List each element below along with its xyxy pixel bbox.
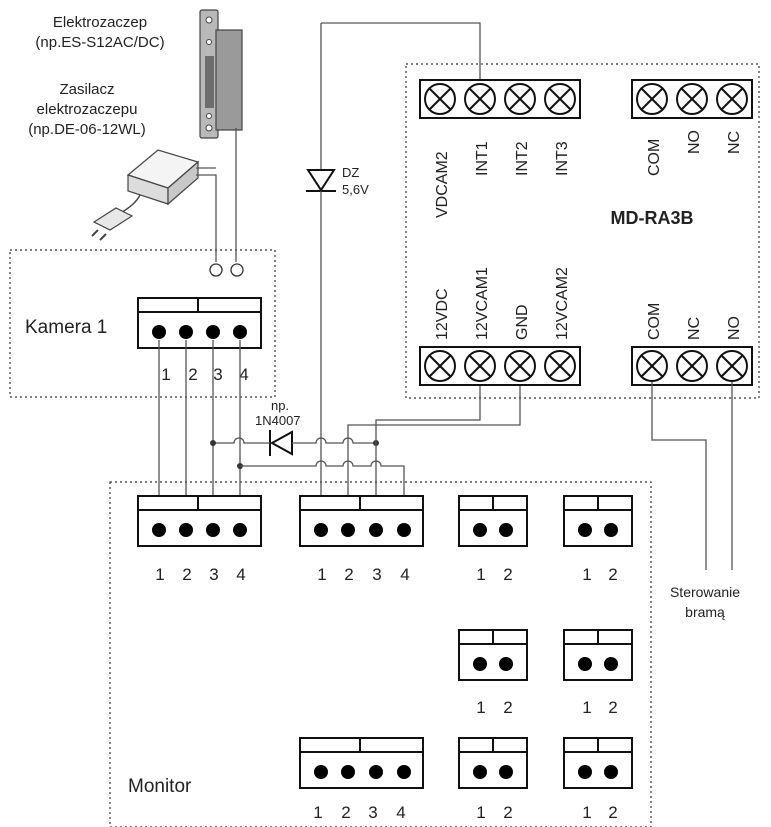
- monitor-a-pin-3: 3: [209, 565, 218, 584]
- camera-label: Kamera 1: [25, 317, 107, 338]
- camera-aux-terminal-2: [230, 263, 244, 277]
- gnd-wire: [375, 380, 481, 525]
- camera-pin-label-1: 1: [161, 365, 170, 384]
- monitor-connector-c: [299, 737, 424, 789]
- monitor-2pin-6-label-2: 2: [608, 803, 617, 822]
- monitor-2pin-connector-6: [563, 737, 633, 789]
- monitor-a-pin-1: 1: [155, 565, 164, 584]
- psu-model: (np.DE-06-12WL): [28, 121, 146, 138]
- terminal-label-int2: INT2: [514, 141, 531, 176]
- lock-title: Elektrozaczep: [53, 14, 147, 31]
- monitor-2pin-4-label-1: 1: [582, 698, 591, 717]
- monitor-2pin-1-label-1: 1: [476, 565, 485, 584]
- monitor-2pin-connector-1: [458, 495, 528, 547]
- module-top-terminal-block: [419, 79, 581, 119]
- monitor-a-pin-4: 4: [236, 565, 245, 584]
- diode-wire-left: [213, 437, 270, 444]
- monitor-c-pin-2: 2: [341, 803, 350, 822]
- zener-value: 5,6V: [342, 182, 369, 197]
- monitor-connector-a: [137, 495, 262, 547]
- gate-label-line2: bramą: [685, 604, 725, 620]
- terminal-label-bottom-no: NO: [726, 316, 743, 340]
- terminal-label-bottom-com: COM: [646, 303, 663, 340]
- monitor-c-pin-1: 1: [313, 803, 322, 822]
- camera-enclosure: [9, 249, 276, 398]
- terminal-label-12vcam2: 12VCAM2: [554, 267, 571, 340]
- 12vcam1-wire: [347, 380, 521, 525]
- camera-connector: [137, 297, 262, 349]
- terminal-label-vdcam2: VDCAM2: [434, 151, 451, 218]
- monitor-2pin-3-label-1: 1: [476, 698, 485, 717]
- monitor-b-pin-1: 1: [317, 565, 326, 584]
- monitor-2pin-3-label-2: 2: [503, 698, 512, 717]
- terminal-label-12vdc: 12VDC: [434, 288, 451, 340]
- monitor-a-pin-2: 2: [182, 565, 191, 584]
- monitor-b-pin-4: 4: [400, 565, 409, 584]
- monitor-2pin-connector-4: [563, 629, 633, 681]
- monitor-2pin-connector-3: [458, 629, 528, 681]
- terminal-label-bottom-nc: NC: [686, 317, 703, 340]
- monitor-enclosure: [109, 481, 652, 827]
- terminal-label-top-no: NO: [686, 130, 703, 154]
- terminal-label-12vcam1: 12VCAM1: [474, 267, 491, 340]
- monitor-label: Monitor: [128, 776, 192, 797]
- int1-wire: [321, 22, 481, 90]
- pin4-wire: [240, 460, 405, 525]
- electric-strike-icon: [199, 9, 243, 139]
- monitor-2pin-2-label-1: 1: [582, 565, 591, 584]
- module-name: MD-RA3B: [611, 208, 694, 228]
- zener-diode-symbol: [306, 169, 336, 192]
- monitor-2pin-connector-5: [458, 737, 528, 789]
- module-bottom-relay-block: [631, 346, 753, 386]
- module-top-relay-block: [631, 79, 753, 119]
- junction-dot-1: [210, 440, 216, 446]
- zener-label: DZ: [342, 165, 359, 180]
- psu-title: Zasilacz: [59, 81, 114, 98]
- camera-pin-label-4: 4: [239, 365, 248, 384]
- monitor-2pin-6-label-1: 1: [582, 803, 591, 822]
- camera-pin-label-3: 3: [213, 365, 222, 384]
- diode-prefix: np.: [271, 398, 289, 413]
- power-supply-icon: [91, 149, 200, 241]
- monitor-2pin-1-label-2: 2: [503, 565, 512, 584]
- diode-symbol: [269, 430, 293, 456]
- terminal-label-int3: INT3: [554, 141, 571, 176]
- monitor-2pin-5-label-1: 1: [476, 803, 485, 822]
- lock-model: (np.ES-S12AC/DC): [35, 34, 164, 51]
- gate-label-line1: Sterowanie: [670, 584, 740, 600]
- monitor-b-pin-3: 3: [372, 565, 381, 584]
- terminal-label-int1: INT1: [474, 141, 491, 176]
- camera-pin-label-2: 2: [188, 365, 197, 384]
- monitor-2pin-connector-2: [563, 495, 633, 547]
- monitor-connector-b: [299, 495, 424, 547]
- terminal-label-top-nc: NC: [726, 131, 743, 154]
- psu-wire-a: [196, 174, 217, 262]
- monitor-2pin-2-label-2: 2: [608, 565, 617, 584]
- monitor-c-pin-4: 4: [396, 803, 405, 822]
- monitor-c-pin-3: 3: [368, 803, 377, 822]
- diode-wire-right: [292, 437, 376, 444]
- terminal-label-gnd: GND: [514, 304, 531, 340]
- module-enclosure: [405, 63, 760, 399]
- gate-wire-com: [651, 382, 707, 570]
- diode-model: 1N4007: [255, 413, 301, 428]
- monitor-2pin-4-label-2: 2: [608, 698, 617, 717]
- module-bottom-terminal-block: [419, 346, 581, 386]
- psu-subtitle: elektrozaczepu: [37, 101, 138, 118]
- monitor-b-pin-2: 2: [344, 565, 353, 584]
- monitor-2pin-5-label-2: 2: [503, 803, 512, 822]
- terminal-label-top-com: COM: [646, 139, 663, 176]
- camera-aux-terminal-1: [209, 263, 223, 277]
